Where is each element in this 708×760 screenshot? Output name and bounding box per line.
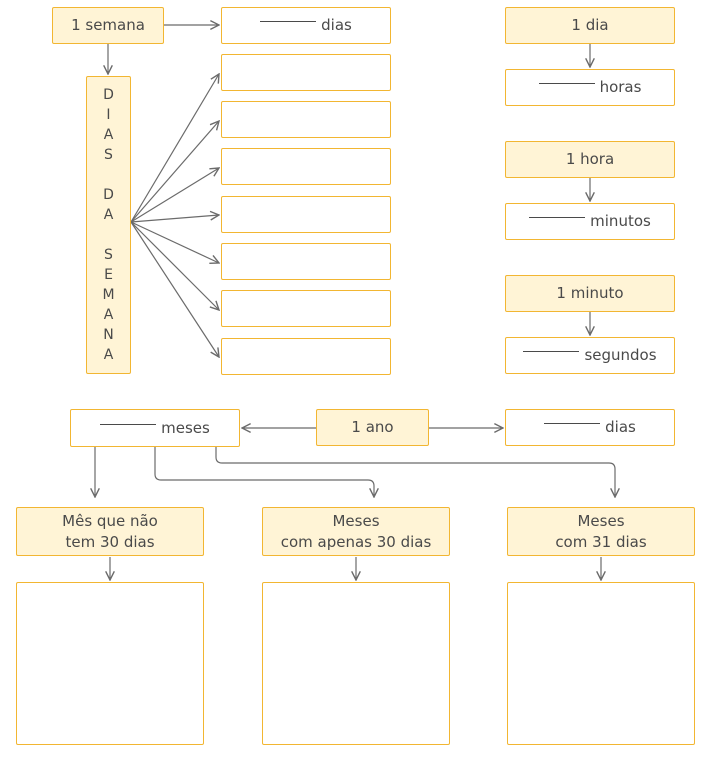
category-1-line1: Mês que não bbox=[62, 511, 158, 530]
weekday-answer-box-5[interactable] bbox=[221, 243, 391, 280]
weekday-answer-box-1[interactable] bbox=[221, 54, 391, 91]
arrow-day-7 bbox=[130, 221, 219, 357]
category-answer-box-2[interactable] bbox=[262, 582, 450, 745]
horas-suffix: horas bbox=[599, 78, 642, 96]
dia-label: 1 dia bbox=[571, 16, 609, 34]
arrow-day-1 bbox=[130, 74, 219, 223]
meses-answer-box[interactable]: meses bbox=[70, 409, 240, 447]
hora-box: 1 hora bbox=[505, 141, 675, 178]
semana-dias-suffix: dias bbox=[321, 16, 352, 34]
dia-box: 1 dia bbox=[505, 7, 675, 44]
vertical-letter: M bbox=[102, 287, 115, 303]
horas-answer-box[interactable]: horas bbox=[505, 69, 675, 106]
vertical-letter: S bbox=[104, 247, 113, 263]
ano-dias-suffix: dias bbox=[605, 418, 636, 436]
vertical-letter: I bbox=[106, 107, 111, 123]
vertical-letter: E bbox=[104, 267, 113, 283]
arrow-meses-to-cat2 bbox=[154, 447, 374, 497]
arrow-day-5 bbox=[130, 221, 219, 263]
weekday-answer-box-6[interactable] bbox=[221, 290, 391, 327]
minuto-box: 1 minuto bbox=[505, 275, 675, 312]
vertical-letter: D bbox=[103, 87, 114, 103]
category-header-2: Meses com apenas 30 dias bbox=[262, 507, 450, 556]
weekday-answer-box-7[interactable] bbox=[221, 338, 391, 375]
segundos-suffix: segundos bbox=[584, 346, 657, 364]
category-answer-box-1[interactable] bbox=[16, 582, 204, 745]
category-2-line1: Meses bbox=[332, 511, 380, 530]
category-header-3: Meses com 31 dias bbox=[507, 507, 695, 556]
weekday-answer-box-4[interactable] bbox=[221, 196, 391, 233]
category-3-line2: com 31 dias bbox=[555, 532, 647, 551]
category-answer-box-3[interactable] bbox=[507, 582, 695, 745]
blank-line bbox=[260, 21, 317, 22]
ano-label: 1 ano bbox=[351, 418, 394, 436]
ano-dias-answer-box[interactable]: dias bbox=[505, 409, 675, 446]
meses-suffix: meses bbox=[161, 418, 210, 437]
vertical-letter: D bbox=[103, 187, 114, 203]
minuto-label: 1 minuto bbox=[556, 284, 624, 302]
vertical-letter: A bbox=[103, 347, 114, 363]
blank-line bbox=[544, 423, 601, 424]
blank-line bbox=[529, 217, 586, 218]
vertical-letter: A bbox=[103, 307, 114, 323]
arrow-day-4 bbox=[130, 215, 219, 223]
vertical-letter: S bbox=[104, 147, 113, 163]
semana-box: 1 semana bbox=[52, 7, 164, 44]
category-2-line2: com apenas 30 dias bbox=[280, 532, 432, 551]
ano-box: 1 ano bbox=[316, 409, 429, 446]
blank-line bbox=[523, 351, 580, 352]
category-3-line1: Meses bbox=[577, 511, 625, 530]
arrow-day-2 bbox=[130, 121, 219, 223]
category-1-line2: tem 30 dias bbox=[65, 532, 155, 551]
blank-line bbox=[538, 83, 595, 84]
weekday-answer-box-3[interactable] bbox=[221, 148, 391, 185]
semana-label: 1 semana bbox=[71, 16, 145, 34]
vertical-letter: A bbox=[103, 127, 114, 143]
semana-dias-answer-box[interactable]: dias bbox=[221, 7, 391, 44]
hora-label: 1 hora bbox=[565, 150, 615, 168]
vertical-letter: N bbox=[103, 327, 114, 343]
blank-line bbox=[100, 423, 157, 425]
vertical-letter: A bbox=[103, 207, 114, 223]
arrow-day-3 bbox=[130, 168, 219, 223]
weekday-answer-box-2[interactable] bbox=[221, 101, 391, 138]
arrow-meses-to-cat3 bbox=[215, 447, 615, 497]
minutos-suffix: minutos bbox=[590, 212, 651, 230]
arrow-day-6 bbox=[130, 221, 219, 310]
category-header-1: Mês que não tem 30 dias bbox=[16, 507, 204, 556]
minutos-answer-box[interactable]: minutos bbox=[505, 203, 675, 240]
segundos-answer-box[interactable]: segundos bbox=[505, 337, 675, 374]
